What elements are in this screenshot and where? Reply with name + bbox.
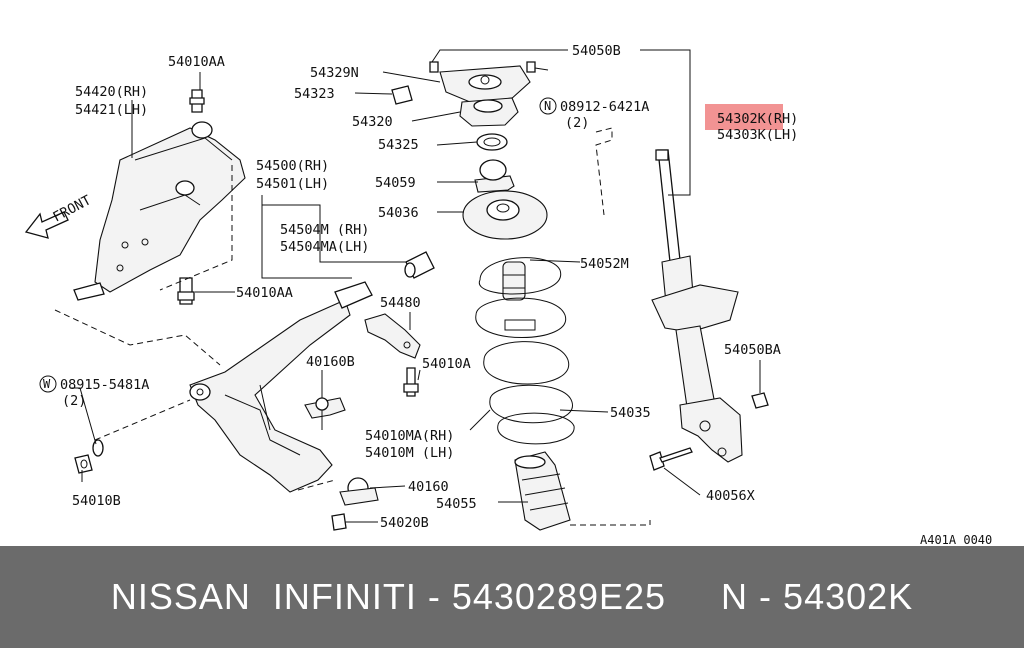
label-54302K: 54302K(RH) [717,111,798,127]
bearing-54325 [476,133,508,151]
mount-insulator-54320 [459,97,519,127]
circle-n-icon [539,97,557,115]
parts-diagram: 54010AA 54420(RH) 54421(LH) FRONT 54329N… [24,43,993,546]
label-54055: 54055 [436,496,477,512]
footer-title: NISSAN INFINITI - 5430289E25 N - 54302K [110,576,914,617]
footer-bar: NISSAN INFINITI - 5430289E25 N - 54302K [0,546,1024,648]
label-08915: 08915-5481A [60,377,149,393]
crossmember-bracket [73,89,246,305]
label-54010AA-top: 54010AA [168,54,225,70]
ball-joint-40160 [331,477,379,531]
label-circle-n: N [544,99,551,113]
front-arrow-icon [24,211,69,239]
bracket-54480 [364,313,421,359]
label-54323: 54323 [294,86,335,102]
label-54059: 54059 [375,175,416,191]
part-labels: 54010AA 54420(RH) 54421(LH) FRONT 54329N… [39,43,992,546]
ball-joint-40160B [304,397,346,430]
label-front: FRONT [50,192,93,225]
label-40160B: 40160B [306,354,355,370]
label-54010AA-mid: 54010AA [236,285,293,301]
label-54020B: 54020B [380,515,429,531]
spring-seat-54036 [462,190,548,240]
label-54010MA: 54010MA(RH) [365,428,454,444]
label-54036: 54036 [378,205,419,221]
label-54010B: 54010B [72,493,121,509]
label-circle-w: W [43,377,51,391]
label-08915-qty: (2) [62,393,86,409]
label-54320: 54320 [352,114,393,130]
bump-stop-54052M [502,261,526,301]
label-54504M: 54504M (RH) [280,222,369,238]
label-08912-qty: (2) [565,115,589,131]
label-40056X: 40056X [706,488,755,504]
label-54421: 54421(LH) [75,102,148,118]
lower-control-arm [189,281,373,493]
cap-54323 [391,85,413,105]
label-54010A: 54010A [422,356,471,372]
label-54050B: 54050B [572,43,621,59]
label-54010M: 54010M (LH) [365,445,454,461]
diagram-code: A401A 0040 [920,533,992,546]
label-54052M: 54052M [580,256,629,272]
strut-assembly-54302K [651,149,743,463]
label-54501: 54501(LH) [256,176,329,192]
bolt-54010A [403,367,419,397]
label-54500: 54500(RH) [256,158,329,174]
label-54504MA: 54504MA(LH) [280,239,369,255]
label-54420: 54420(RH) [75,84,148,100]
washer-nut [74,439,104,474]
label-54325: 54325 [378,137,419,153]
bolt-40056X [649,447,693,471]
nut-54050BA [751,392,769,409]
strut-mount-plate [429,61,536,103]
dust-boot-54055 [514,451,571,531]
highlight-box [705,104,783,130]
label-54050BA: 54050BA [724,342,781,358]
label-54303K: 54303K(LH) [717,127,798,143]
leader-lines [70,49,761,523]
label-54035: 54035 [610,405,651,421]
stabilizer-bushing [404,251,435,279]
seat-54059 [474,159,515,193]
label-08912: 08912-6421A [560,99,649,115]
label-54480: 54480 [380,295,421,311]
coil-spring-54010M [475,257,575,445]
label-40160: 40160 [408,479,449,495]
label-54329N: 54329N [310,65,359,81]
circle-w-icon [39,375,57,393]
